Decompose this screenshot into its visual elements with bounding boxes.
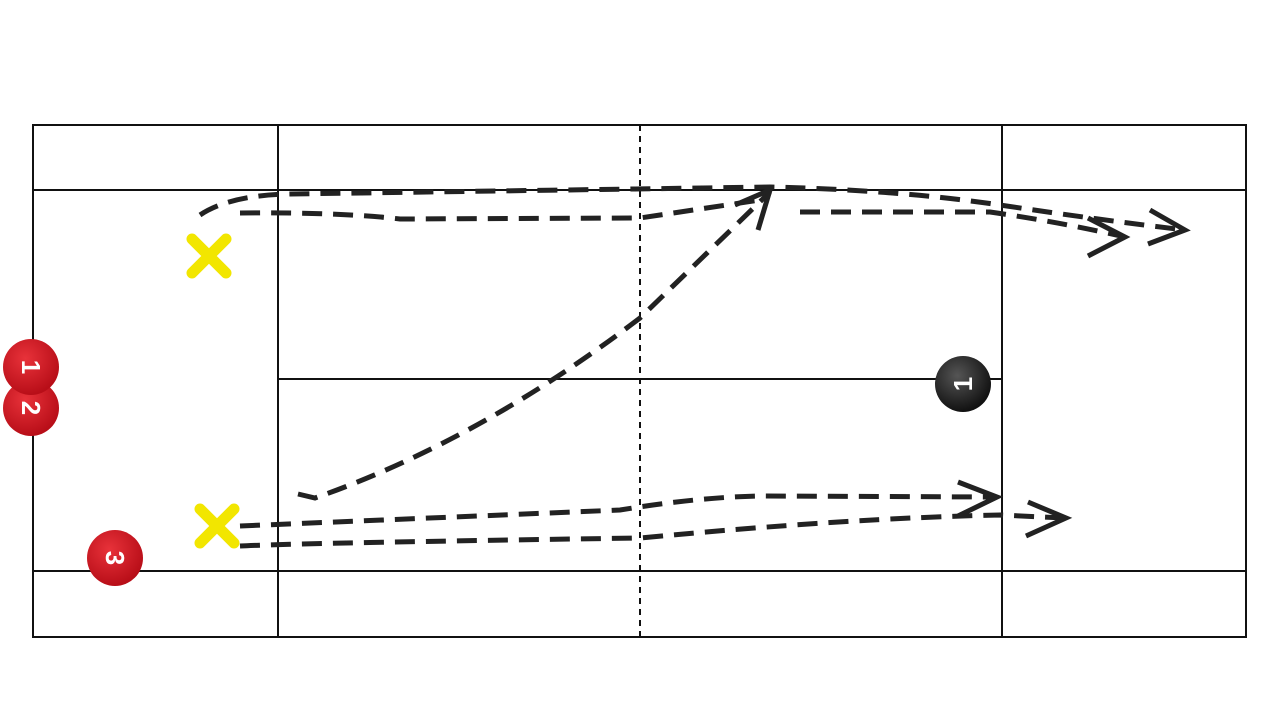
player-red-3[interactable]: 3 <box>87 530 143 586</box>
path-top-inner-continued <box>800 209 1126 240</box>
arrowhead-icon <box>734 185 774 231</box>
path-top-outer <box>198 184 1186 233</box>
court <box>32 124 1247 638</box>
cone-x-icon <box>186 233 232 279</box>
path-bottom-lower <box>239 512 1066 549</box>
movement-paths <box>198 184 1191 549</box>
arrowhead-icon <box>1147 207 1191 247</box>
player-black-1[interactable]: 1 <box>935 356 991 412</box>
player-red-2[interactable]: 2 <box>3 380 59 436</box>
path-bottom-upper <box>239 493 996 529</box>
cone-markers <box>186 233 240 549</box>
svg-text:1: 1 <box>16 360 46 374</box>
arrowhead-icon <box>1086 215 1131 259</box>
svg-text:1: 1 <box>948 377 978 391</box>
player-red-1[interactable]: 1 <box>3 339 59 395</box>
svg-text:3: 3 <box>100 551 130 565</box>
svg-text:2: 2 <box>16 401 46 415</box>
path-diagonal <box>297 190 772 501</box>
arrowhead-icon <box>1024 499 1073 539</box>
cone-x-icon <box>194 503 240 549</box>
arrowhead-icon <box>956 479 1004 519</box>
path-top-inner <box>239 197 761 222</box>
